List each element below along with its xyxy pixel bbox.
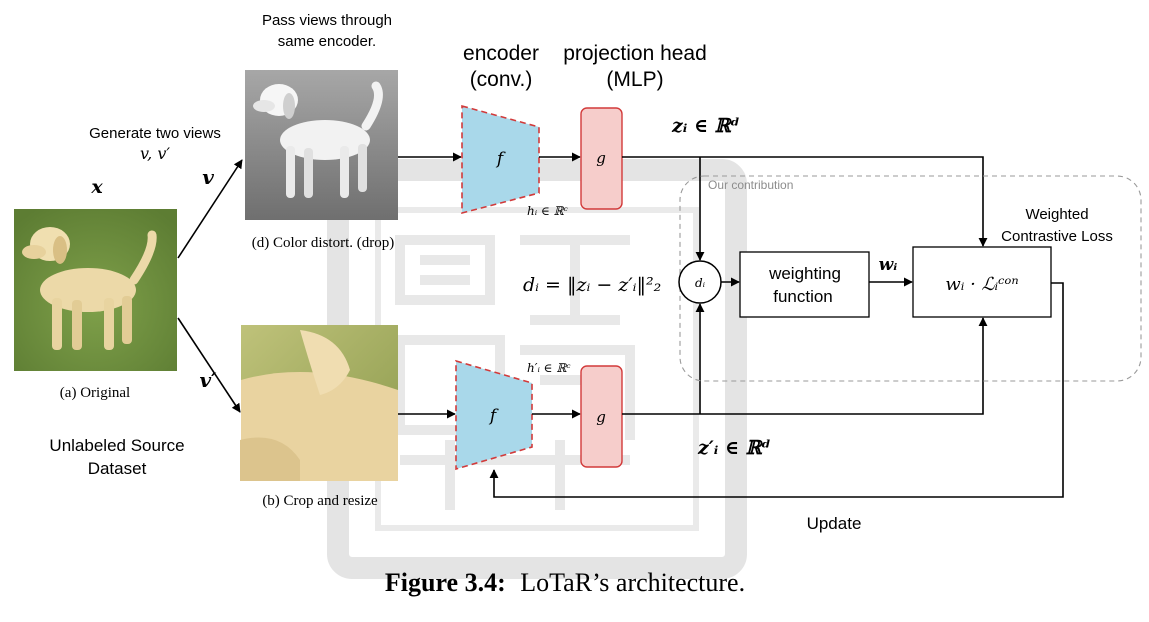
generate-views-label: Generate two views	[89, 125, 221, 142]
bottom-view-caption: (b) Crop and resize	[262, 493, 378, 509]
arrow-to-top-view	[177, 159, 243, 259]
generate-views-math: v, v′	[140, 144, 170, 163]
encoder-bottom	[455, 359, 533, 471]
z-bottom-to-loss-line	[622, 317, 988, 415]
arrow-to-bottom-view	[177, 317, 241, 413]
vprime-symbol: v′	[200, 368, 218, 392]
encoder-title-line2: (conv.)	[470, 68, 533, 91]
projection-top-symbol: g	[596, 149, 606, 167]
figure-caption-text: LoTaR’s architecture.	[520, 568, 745, 597]
weighted-loss-formula: wᵢ · ℒᵢᶜᵒⁿ	[945, 274, 1018, 295]
encoder-bottom-symbol: f	[488, 406, 499, 426]
distance-node-label: dᵢ	[695, 276, 706, 290]
original-caption: (a) Original	[60, 385, 130, 401]
z-top-to-loss-line	[622, 156, 988, 247]
z-top-label: zᵢ ∈ ℝᵈ	[671, 115, 740, 137]
dataset-label-line2: Dataset	[88, 459, 147, 478]
h-top-label: hᵢ ∈ ℝᶜ	[527, 204, 568, 218]
projection-head-top	[580, 107, 623, 210]
top-view-caption: (d) Color distort. (drop)	[252, 235, 394, 251]
x-symbol: x	[90, 176, 103, 198]
weighting-label-line2: function	[773, 287, 833, 306]
pass-views-line2: same encoder.	[278, 33, 376, 50]
update-label: Update	[807, 514, 862, 533]
bottom-view-image	[240, 325, 398, 481]
loss-title-line2: Contrastive Loss	[1001, 228, 1113, 245]
figure-caption: Figure 3.4: LoTaR’s architecture.	[385, 568, 745, 597]
contribution-label: Our contribution	[708, 178, 793, 192]
w-symbol: wᵢ	[879, 255, 898, 275]
projection-bottom-symbol: g	[596, 408, 606, 426]
original-dog-image	[14, 209, 177, 371]
weighting-function-box	[739, 251, 870, 318]
distance-equation: dᵢ = ‖zᵢ − z′ᵢ‖²₂	[523, 274, 661, 296]
v-symbol: v	[202, 165, 214, 189]
h-bottom-label: h′ᵢ ∈ ℝᶜ	[527, 361, 571, 375]
projection-head-bottom	[580, 365, 623, 468]
weighted-loss-box	[912, 246, 1052, 318]
encoder-title-line1: encoder	[463, 42, 539, 65]
loss-title-line1: Weighted	[1025, 206, 1088, 223]
projection-title-line1: projection head	[563, 42, 707, 65]
encoder-top	[461, 104, 540, 215]
update-feedback-line	[489, 282, 1064, 498]
figure-caption-label: Figure 3.4:	[385, 568, 506, 597]
pass-views-line1: Pass views through	[262, 12, 392, 29]
top-view-image	[245, 70, 398, 220]
encoder-top-symbol: f	[495, 149, 506, 169]
weighting-label-line1: weighting	[768, 264, 841, 283]
projection-title-line2: (MLP)	[606, 68, 663, 91]
dataset-label-line1: Unlabeled Source	[49, 436, 184, 455]
z-bottom-label: z′ᵢ ∈ ℝᵈ	[697, 437, 771, 459]
